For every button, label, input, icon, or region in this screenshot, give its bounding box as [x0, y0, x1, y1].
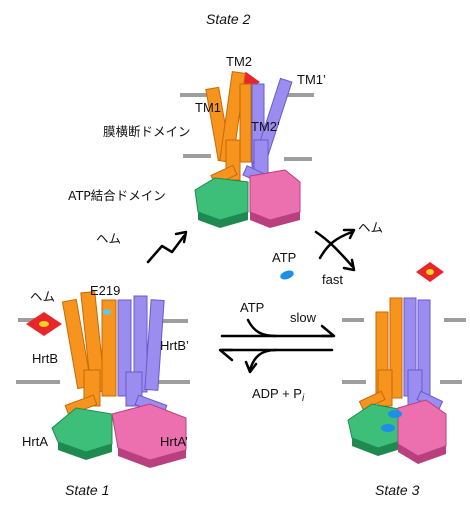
nbd-pink-side [118, 448, 186, 468]
e219-residue [103, 309, 111, 315]
label-adp: ADP + P [252, 386, 302, 401]
label-adp-pi: ADP + Pi [252, 386, 305, 404]
label-slow: slow [290, 310, 317, 325]
label-tm2-top: TM2 [226, 54, 252, 69]
atp-icon [388, 410, 402, 418]
state3-title: State 3 [375, 482, 420, 498]
label-hrtb-prime: HrtB’ [160, 338, 189, 353]
membrane-line [444, 318, 466, 322]
state3-model [342, 262, 466, 464]
state2-title: State 2 [206, 11, 251, 27]
arrow-heme-uptake [146, 230, 188, 264]
label-hrtb: HrtB [32, 351, 58, 366]
membrane-line [342, 380, 366, 384]
nbd-green [194, 177, 249, 221]
membrane-line [180, 93, 208, 97]
arrow-atp-fast [314, 228, 356, 272]
nbd-pink-side [250, 212, 300, 228]
membrane-line [18, 318, 44, 322]
helix-orange [101, 299, 117, 397]
label-e219: E219 [90, 283, 120, 298]
state1-title: State 1 [65, 482, 109, 498]
nbd-pink [249, 169, 301, 221]
atp-icon [381, 424, 395, 432]
label-heme-uptake: ヘム [96, 231, 121, 246]
membrane-line [342, 318, 364, 322]
membrane-line [286, 93, 314, 97]
helix-orange [239, 83, 252, 163]
arrow-state3-to-state1 [218, 348, 334, 374]
label-membrane-domain: 膜横断ドメイン [103, 124, 191, 139]
label-atp-binding-domain: ATP結合ドメイン [68, 188, 166, 203]
membrane-line [183, 154, 211, 158]
nbd-pink [397, 399, 447, 457]
label-heme-release: ヘム [358, 220, 383, 235]
heme-iron [39, 321, 49, 327]
label-atp-fast: ATP [272, 250, 296, 265]
label-fast: fast [322, 272, 343, 287]
state1-model [16, 290, 190, 468]
label-hrta-prime: HrtA’ [160, 434, 188, 449]
label-atp-slow: ATP [240, 300, 264, 315]
helix-orange [389, 297, 403, 399]
label-tm1-prime: TM1’ [297, 72, 326, 87]
label-heme-state1: ヘム [30, 289, 55, 304]
membrane-line [160, 319, 188, 323]
membrane-line [440, 380, 462, 384]
label-adp-subscript: i [302, 393, 305, 404]
heme-iron [426, 269, 434, 275]
label-hrta: HrtA [22, 434, 48, 449]
label-tm1: TM1 [195, 100, 221, 115]
helix-purple [144, 299, 165, 391]
nbd-pink-side [398, 444, 446, 464]
arrow-state1-to-state3 [220, 318, 336, 338]
nbd-green-side [352, 438, 404, 456]
state2-model [180, 71, 314, 228]
nbd-green-side [198, 212, 248, 228]
membrane-line [16, 380, 60, 384]
membrane-line [284, 157, 312, 161]
atp-icon [280, 270, 294, 280]
nbd-green-side [58, 442, 112, 460]
membrane-line [156, 380, 190, 384]
label-tm2-prime: TM2’ [251, 119, 280, 134]
